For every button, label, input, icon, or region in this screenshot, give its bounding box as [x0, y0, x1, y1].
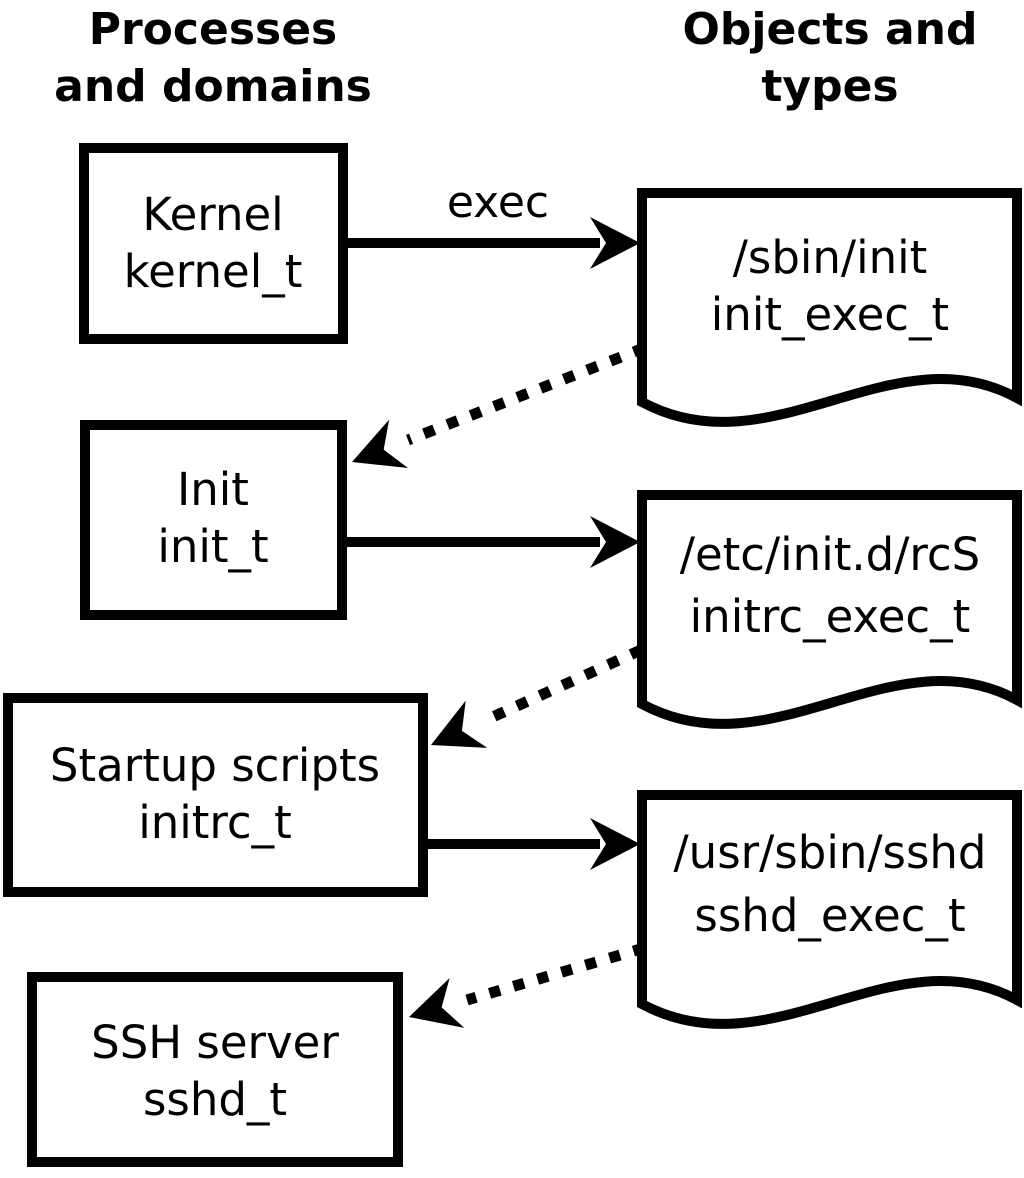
- process-box-init: Init init_t: [80, 420, 347, 620]
- process-box-rect: [79, 143, 348, 344]
- process-domain: initrc_t: [138, 796, 292, 849]
- object-doc-sbin-init: /sbin/init init_exec_t: [637, 188, 1022, 427]
- object-path: /usr/sbin/sshd: [674, 826, 987, 879]
- object-path: /etc/init.d/rcS: [680, 528, 980, 581]
- left-column-header-line1: Processes: [89, 4, 338, 55]
- right-column-header-line2: types: [761, 61, 898, 112]
- exec-arrow-label: exec: [447, 177, 549, 228]
- process-domain: kernel_t: [124, 245, 303, 298]
- dotted-arrowhead-icon: [431, 700, 488, 748]
- process-name: SSH server: [91, 1016, 339, 1069]
- document-shape: [637, 490, 1022, 729]
- transition-arrow-sshd-exec-to-sshd: [409, 942, 646, 1028]
- dotted-arrowhead-icon: [409, 977, 465, 1028]
- transition-arrow-init-exec-to-init: [352, 342, 646, 469]
- process-name: Kernel: [142, 188, 283, 241]
- object-type: sshd_exec_t: [694, 889, 965, 942]
- object-type: init_exec_t: [711, 288, 949, 341]
- object-doc-usr-sbin-sshd: /usr/sbin/sshd sshd_exec_t: [637, 790, 1022, 1029]
- process-domain: init_t: [157, 520, 268, 573]
- exec-arrow-initrc-to-sshd-exec: [428, 818, 640, 870]
- solid-arrowhead-icon: [590, 516, 640, 568]
- process-name: Init: [177, 463, 249, 516]
- dotted-arrowhead-icon: [352, 419, 409, 469]
- process-box-rect: [3, 693, 428, 897]
- process-box-startup-scripts: Startup scripts initrc_t: [3, 693, 428, 897]
- object-path: /sbin/init: [733, 231, 928, 284]
- process-box-kernel: Kernel kernel_t: [79, 143, 348, 344]
- exec-arrow-init-to-initrc-exec: [347, 516, 640, 568]
- process-box-rect: [80, 420, 347, 620]
- transition-arrow-line: [406, 342, 646, 446]
- process-box-ssh-server: SSH server sshd_t: [27, 972, 403, 1167]
- process-name: Startup scripts: [50, 739, 380, 792]
- object-type: initrc_exec_t: [690, 590, 971, 643]
- object-doc-etc-initd-rcs: /etc/init.d/rcS initrc_exec_t: [637, 490, 1022, 729]
- left-column-header-line2: and domains: [54, 61, 372, 112]
- right-column-header-line1: Objects and: [683, 4, 978, 55]
- document-shape: [637, 790, 1022, 1029]
- document-shape: [637, 188, 1022, 427]
- solid-arrowhead-icon: [590, 217, 640, 269]
- solid-arrowhead-icon: [590, 818, 640, 870]
- process-box-rect: [27, 972, 403, 1167]
- transition-arrow-line: [465, 942, 646, 1006]
- process-domain: sshd_t: [143, 1073, 287, 1126]
- exec-arrow-kernel-to-init-exec: [347, 217, 640, 269]
- transition-arrow-initrc-exec-to-initrc: [431, 644, 644, 748]
- transition-arrow-line: [483, 644, 644, 726]
